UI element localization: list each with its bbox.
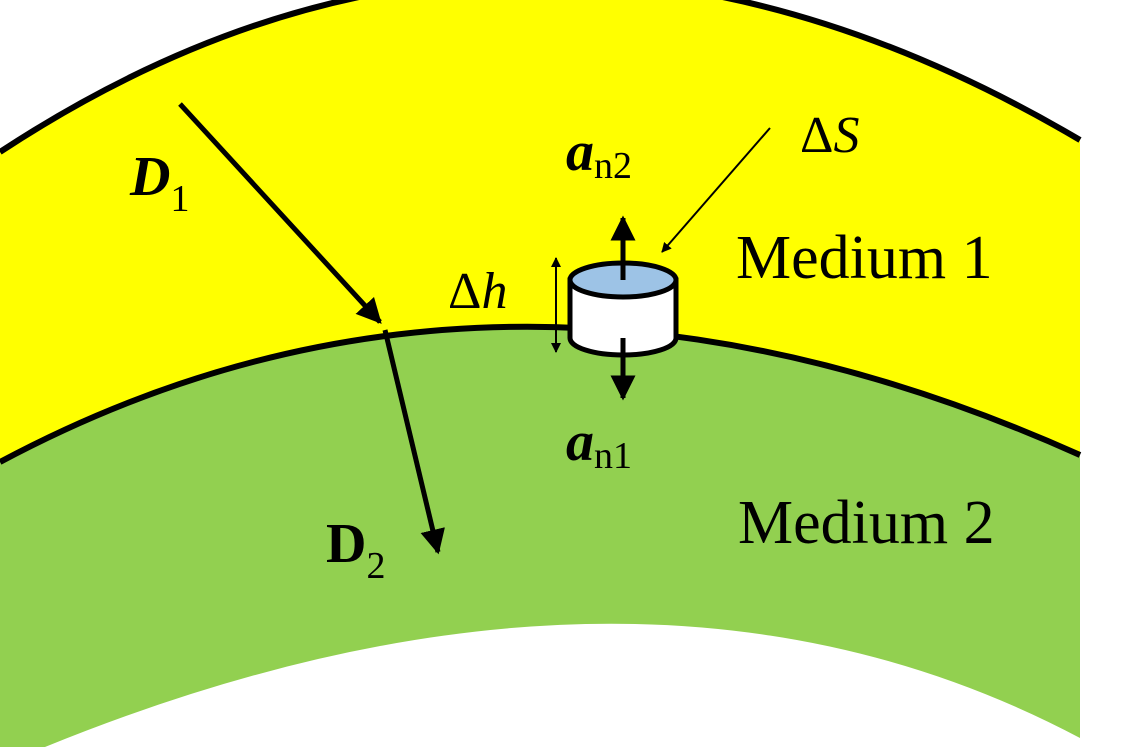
d1-label: D1	[129, 146, 189, 220]
medium1-region	[0, 0, 1080, 462]
an2-symbol: a	[566, 121, 594, 183]
an1-symbol: a	[566, 411, 594, 473]
top-boundary	[0, 0, 1082, 155]
medium2-region	[0, 326, 1080, 747]
d1-subscript: 1	[170, 178, 189, 220]
medium1-label: Medium 1	[736, 224, 993, 292]
d2-symbol: D	[326, 513, 366, 575]
delta-h-label: Δh	[448, 263, 507, 320]
an1-label: an1	[566, 411, 632, 477]
d2-arrow	[382, 329, 445, 555]
pillbox-side	[567, 277, 679, 358]
interface-boundary	[0, 323, 1082, 465]
medium2-label: Medium 2	[738, 489, 995, 557]
d2-label: D2	[326, 513, 385, 587]
d1-symbol: D	[129, 146, 170, 208]
delta-h-var: h	[481, 263, 507, 320]
d2-subscript: 2	[366, 545, 385, 587]
delta-s-delta: Δ	[800, 107, 833, 164]
an2-label: an2	[566, 121, 632, 187]
delta-s-pointer	[661, 127, 771, 253]
delta-h-delta: Δ	[448, 263, 481, 320]
delta-s-var: S	[833, 107, 859, 164]
an1-subscript: n1	[594, 435, 632, 477]
an2-subscript: n2	[594, 145, 632, 187]
delta-s-label: ΔS	[800, 107, 859, 164]
d1-arrow	[178, 102, 382, 324]
